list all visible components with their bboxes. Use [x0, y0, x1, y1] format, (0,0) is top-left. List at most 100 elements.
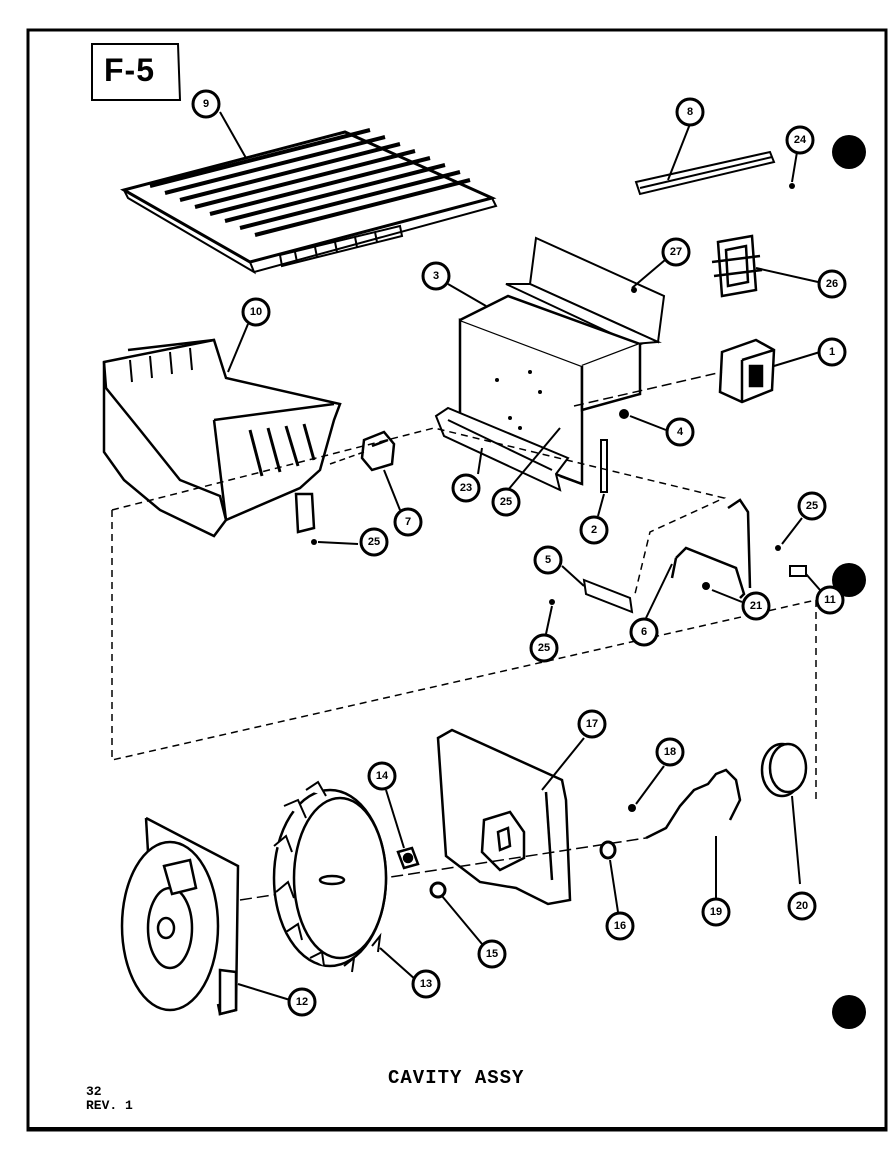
callout-21-label: 21 [750, 600, 762, 612]
leader-17 [541, 737, 585, 791]
callout-5-label: 5 [545, 554, 551, 566]
callout-19-label: 19 [710, 906, 722, 918]
callout-24-label: 24 [794, 134, 807, 146]
leader-9 [219, 111, 247, 159]
callout-12-label: 12 [296, 996, 308, 1008]
page-footer: 32 REV. 1 [86, 1085, 133, 1113]
callout-18-bubble [655, 737, 685, 767]
callout-24-bubble [785, 125, 815, 155]
callout-26-bubble [817, 269, 847, 299]
callout-1-bubble [817, 337, 847, 367]
leader-2 [597, 493, 605, 517]
leader-25d [545, 605, 553, 635]
part-25-screw-b [775, 545, 781, 551]
callout-15-bubble [477, 939, 507, 969]
part-10-shroud [102, 338, 342, 538]
callout-9-bubble [191, 89, 221, 119]
leader-24 [791, 151, 798, 183]
part-18-nut [628, 804, 636, 812]
page-number: 32 [86, 1084, 102, 1099]
part-12-housing [120, 816, 240, 1016]
part-1-switch [718, 338, 776, 404]
leader-3 [447, 283, 487, 307]
part-6-rod [670, 498, 752, 599]
part-21-nut [702, 582, 710, 590]
callout-20-label: 20 [796, 900, 808, 912]
callout-25-bubble-a [491, 487, 521, 517]
callout-17-bubble [577, 709, 607, 739]
callout-19-bubble [701, 897, 731, 927]
part-9-grille [120, 128, 498, 275]
page-border [26, 28, 888, 1132]
callout-10-bubble [241, 297, 271, 327]
part-11-clip [789, 565, 807, 577]
sheet-id-box [91, 43, 182, 101]
part-24-screw [789, 183, 795, 189]
callout-10-label: 10 [250, 306, 262, 318]
leader-10 [227, 323, 249, 373]
part-25-screw-c [549, 599, 555, 605]
binder-hole-middle [832, 563, 866, 597]
leader-15 [441, 895, 483, 945]
callout-11-bubble [815, 585, 845, 615]
callout-5-bubble [533, 545, 563, 575]
part-25-screw-a [311, 539, 317, 545]
part-4-nut [619, 409, 629, 419]
leader-4 [629, 415, 667, 431]
axis-line-7 [329, 451, 365, 465]
callout-7-label: 7 [405, 516, 411, 528]
callout-18-label: 18 [664, 746, 676, 758]
leader-18 [635, 765, 665, 805]
part-23-plate [434, 406, 570, 492]
leader-14 [385, 789, 405, 849]
part-14-bearing [396, 846, 420, 870]
leader-26 [755, 267, 819, 283]
leader-25a [507, 427, 561, 491]
callout-8-bubble [675, 97, 705, 127]
leader-25b [317, 541, 359, 545]
part-20-cap [760, 742, 808, 798]
leader-11 [805, 573, 821, 591]
callout-7-bubble [393, 507, 423, 537]
callout-6-bubble [629, 617, 659, 647]
callout-27-bubble [661, 237, 691, 267]
mounting-dashed-line [111, 427, 817, 804]
part-26-clip [711, 234, 763, 298]
callout-25-label-a: 25 [500, 496, 512, 508]
part-16-washer [599, 840, 617, 860]
sheet-id: F-5 [104, 52, 155, 88]
leader-5 [561, 565, 585, 587]
callout-25-bubble-c [797, 491, 827, 521]
callout-4-label: 4 [677, 426, 684, 438]
leader-21 [711, 589, 743, 603]
leader-13 [379, 947, 417, 981]
callout-14-label: 14 [376, 770, 389, 782]
callout-26-label: 26 [826, 278, 838, 290]
part-8-rail [634, 150, 776, 196]
callout-25-bubble-b [359, 527, 389, 557]
callout-16-label: 16 [614, 920, 626, 932]
callout-2-label: 2 [591, 524, 597, 536]
callout-25-label-b: 25 [368, 536, 380, 548]
callout-13-label: 13 [420, 978, 432, 990]
callout-20-bubble [787, 891, 817, 921]
leader-1 [773, 351, 821, 367]
callout-3-label: 3 [433, 270, 439, 282]
binder-hole-top [832, 135, 866, 169]
callout-14-bubble [367, 761, 397, 791]
part-13-fan [272, 780, 388, 973]
callout-11-label: 11 [824, 594, 836, 606]
callout-1-label: 1 [829, 346, 835, 358]
leader-27 [631, 259, 666, 289]
callout-16-bubble [605, 911, 635, 941]
part-27-bracket [505, 236, 666, 346]
leader-7 [383, 469, 401, 511]
callout-4-bubble [665, 417, 695, 447]
callout-25-bubble-d [529, 633, 559, 663]
callout-8-label: 8 [687, 106, 693, 118]
callout-25-label-c: 25 [806, 500, 818, 512]
callout-23-bubble [451, 473, 481, 503]
callout-15-label: 15 [486, 948, 498, 960]
leader-8 [667, 123, 691, 181]
